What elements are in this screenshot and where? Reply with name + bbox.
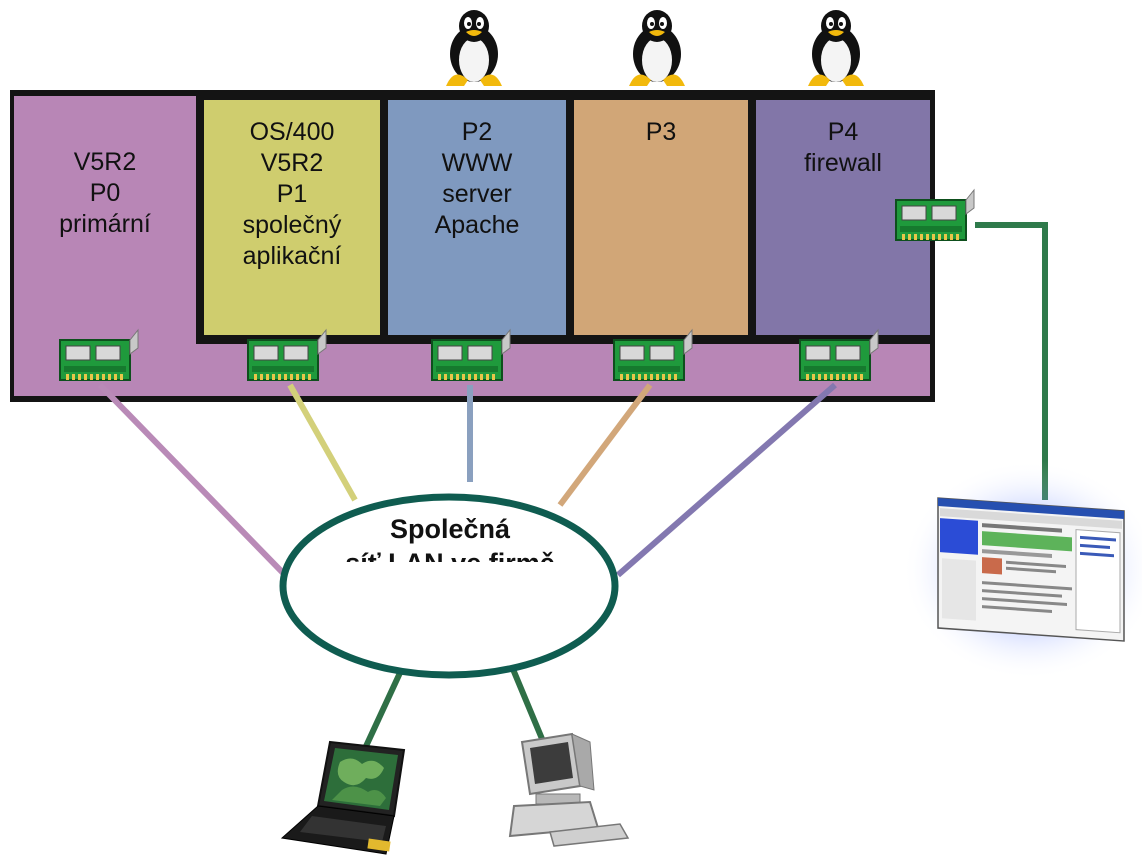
partition-p1-label: OS/400 V5R2 P1 společný aplikační: [204, 117, 380, 272]
cable-p0: [97, 382, 288, 578]
label-line: aplikační: [242, 242, 342, 270]
cable-p4: [616, 382, 837, 578]
linux-penguin-icon: [808, 10, 864, 86]
label-line: WWW: [441, 149, 513, 177]
partition-p4-label: P4 firewall: [756, 117, 930, 179]
label-line: primární: [59, 210, 151, 238]
desktop-computer-icon: [508, 732, 630, 847]
label-line: server: [442, 180, 512, 208]
lan-ellipse: [279, 493, 619, 679]
label-line: firewall: [804, 149, 882, 177]
cable-external: [975, 222, 1048, 500]
label-line: společný: [242, 211, 342, 239]
partition-p3: [574, 100, 748, 335]
partition-p3-label: P3: [574, 117, 748, 148]
linux-penguin-icon: [629, 10, 685, 86]
label-line: V5R2: [260, 149, 324, 177]
label-line: P4: [827, 118, 859, 146]
label-line: OS/400: [249, 118, 335, 146]
label-line: Apache: [434, 211, 520, 239]
label-line: P3: [645, 118, 677, 146]
web-browser-window-icon: [937, 497, 1125, 642]
partition-p0-label: V5R2 P0 primární: [14, 147, 196, 240]
linux-penguin-icon: [446, 10, 502, 86]
partition-p2-label: P2 WWW server Apache: [388, 117, 566, 241]
lan-label-secondary: síť LAN ve firmě: [300, 548, 600, 562]
label-line: P0: [89, 179, 121, 207]
partition-p1: [204, 100, 380, 335]
label-line: P1: [276, 180, 308, 208]
lan-label: Společná: [389, 514, 511, 544]
laptop-icon: [280, 740, 406, 855]
label-line: P2: [461, 118, 493, 146]
partition-p2: [388, 100, 566, 335]
cable-p1: [287, 383, 358, 502]
cable-p3: [557, 383, 653, 507]
label-line: V5R2: [73, 148, 137, 176]
